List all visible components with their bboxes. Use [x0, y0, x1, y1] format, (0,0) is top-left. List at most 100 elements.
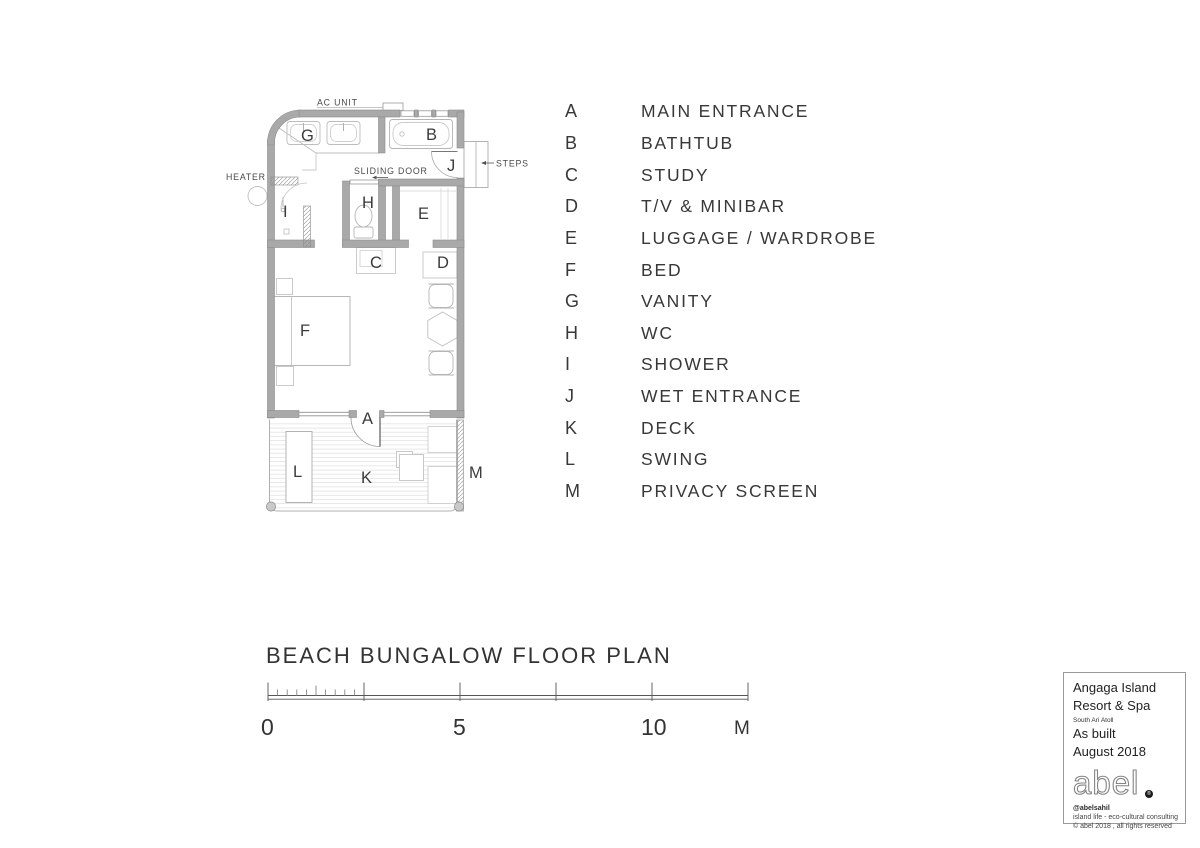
social-handle: @abelsahil — [1073, 805, 1110, 812]
legend-label: SHOWER — [641, 354, 731, 375]
steps-structure — [463, 141, 494, 188]
plan-label-f: F — [300, 322, 310, 340]
legend-row: F BED — [565, 254, 877, 286]
legend-letter: D — [565, 196, 580, 217]
legend-label: PRIVACY SCREEN — [641, 481, 820, 501]
fixtures — [272, 119, 458, 386]
legend-row: M PRIVACY SCREEN — [565, 476, 877, 508]
plan-label-e: E — [418, 205, 429, 223]
plan-label-m: M — [469, 464, 483, 482]
ac-unit-box — [382, 102, 404, 111]
deck-loungers — [427, 426, 458, 504]
plan-label-g: G — [301, 127, 314, 145]
scale-label-m: M — [734, 718, 750, 739]
scale-minor-ticks — [277, 685, 355, 696]
deck-post — [454, 501, 464, 512]
legend-letter: E — [565, 227, 579, 248]
resort-name-line2: Resort & Spa — [1073, 698, 1151, 713]
privacy-screen — [456, 419, 464, 512]
legend-label: STUDY — [641, 164, 710, 185]
sliding-door-arrow — [372, 175, 377, 180]
plan-label-b: B — [426, 126, 437, 144]
bathtub-fixture — [389, 119, 453, 149]
plan-label-j: J — [447, 157, 455, 175]
copyright: © abel 2018 , all rights reserved — [1073, 823, 1172, 830]
legend-letter: J — [565, 386, 576, 407]
wardrobe-shelves — [400, 188, 456, 239]
chair — [428, 350, 454, 376]
legend-letter: M — [565, 481, 582, 501]
plan-label-k: K — [361, 469, 372, 487]
room-letters: G B J I H E C D F A L K M — [283, 126, 483, 487]
plan-label-h: H — [362, 194, 374, 212]
heater-fixture — [247, 186, 268, 206]
chair — [428, 283, 454, 309]
tiled-wall — [303, 205, 311, 248]
plan-label-d: D — [437, 254, 449, 272]
wet-entrance-door-swing — [431, 151, 458, 178]
logo-row: abel ® — [1072, 765, 1185, 800]
side-table-hexagon — [427, 311, 458, 347]
plan-label-c: C — [370, 254, 382, 272]
legend-letter: G — [565, 291, 581, 312]
legend-label: VANITY — [641, 291, 714, 312]
drawing-date: August 2018 — [1073, 744, 1147, 759]
legend-label: T/V & MINIBAR — [641, 196, 786, 217]
legend-letter: A — [565, 101, 579, 122]
abel-logo: abel — [1072, 764, 1140, 801]
legend-label: WET ENTRANCE — [641, 386, 803, 407]
legend-letter: I — [565, 354, 572, 375]
shower-door-swing — [280, 182, 308, 210]
windows — [299, 102, 449, 417]
toilet-fixture — [353, 204, 374, 239]
doors — [280, 150, 458, 210]
legend-letter: F — [565, 259, 578, 280]
legend-row: I SHOWER — [565, 349, 877, 381]
plan-label-a: A — [362, 410, 373, 428]
floor-plan: AC UNIT HEATER SLIDING DOOR STEPS G B J … — [226, 98, 529, 512]
legend-letter: K — [565, 417, 579, 438]
deck-post — [266, 501, 276, 512]
registered-mark: ® — [1145, 790, 1153, 798]
bed-fixture — [272, 278, 351, 386]
scale-label-10: 10 — [641, 714, 667, 740]
legend-letter: B — [565, 132, 579, 153]
sink — [326, 121, 361, 145]
title-block: Angaga Island Resort & Spa South Ari Ato… — [1063, 672, 1186, 830]
resort-name-line1: Angaga Island — [1073, 680, 1157, 695]
tagline: island life - eco-cultural consulting — [1073, 814, 1179, 821]
sink — [286, 121, 321, 145]
legend-letter: H — [565, 322, 580, 343]
legend-row: J WET ENTRANCE — [565, 381, 877, 413]
deck — [266, 415, 464, 512]
bottom-windows — [299, 411, 430, 417]
steps-label: STEPS — [496, 159, 529, 169]
legend-row: D T/V & MINIBAR — [565, 191, 877, 223]
tiled-wall — [270, 176, 299, 186]
heater-label: HEATER — [226, 172, 266, 182]
swing-bench — [285, 431, 313, 503]
legend-row: E LUGGAGE / WARDROBE — [565, 223, 877, 255]
legend-row: G VANITY — [565, 286, 877, 318]
plan-label-i: I — [283, 203, 288, 221]
legend-row: K DECK — [565, 412, 877, 444]
legend-letter: C — [565, 164, 580, 185]
scale-label-0: 0 — [261, 714, 274, 740]
plan-label-l: L — [293, 463, 302, 481]
legend-label: BED — [641, 259, 683, 280]
legend-letter: L — [565, 449, 577, 470]
top-louvre-windows — [400, 110, 449, 117]
resort-location: South Ari Atoll — [1073, 717, 1114, 724]
legend-label: LUGGAGE / WARDROBE — [641, 227, 877, 248]
sliding-door-leaf — [349, 179, 379, 185]
legend-label: DECK — [641, 417, 697, 438]
plan-annotations: AC UNIT HEATER SLIDING DOOR STEPS — [226, 98, 529, 183]
scale-bar — [267, 682, 749, 701]
steps-arrow — [481, 161, 486, 165]
drawing-status: As built — [1073, 726, 1116, 741]
